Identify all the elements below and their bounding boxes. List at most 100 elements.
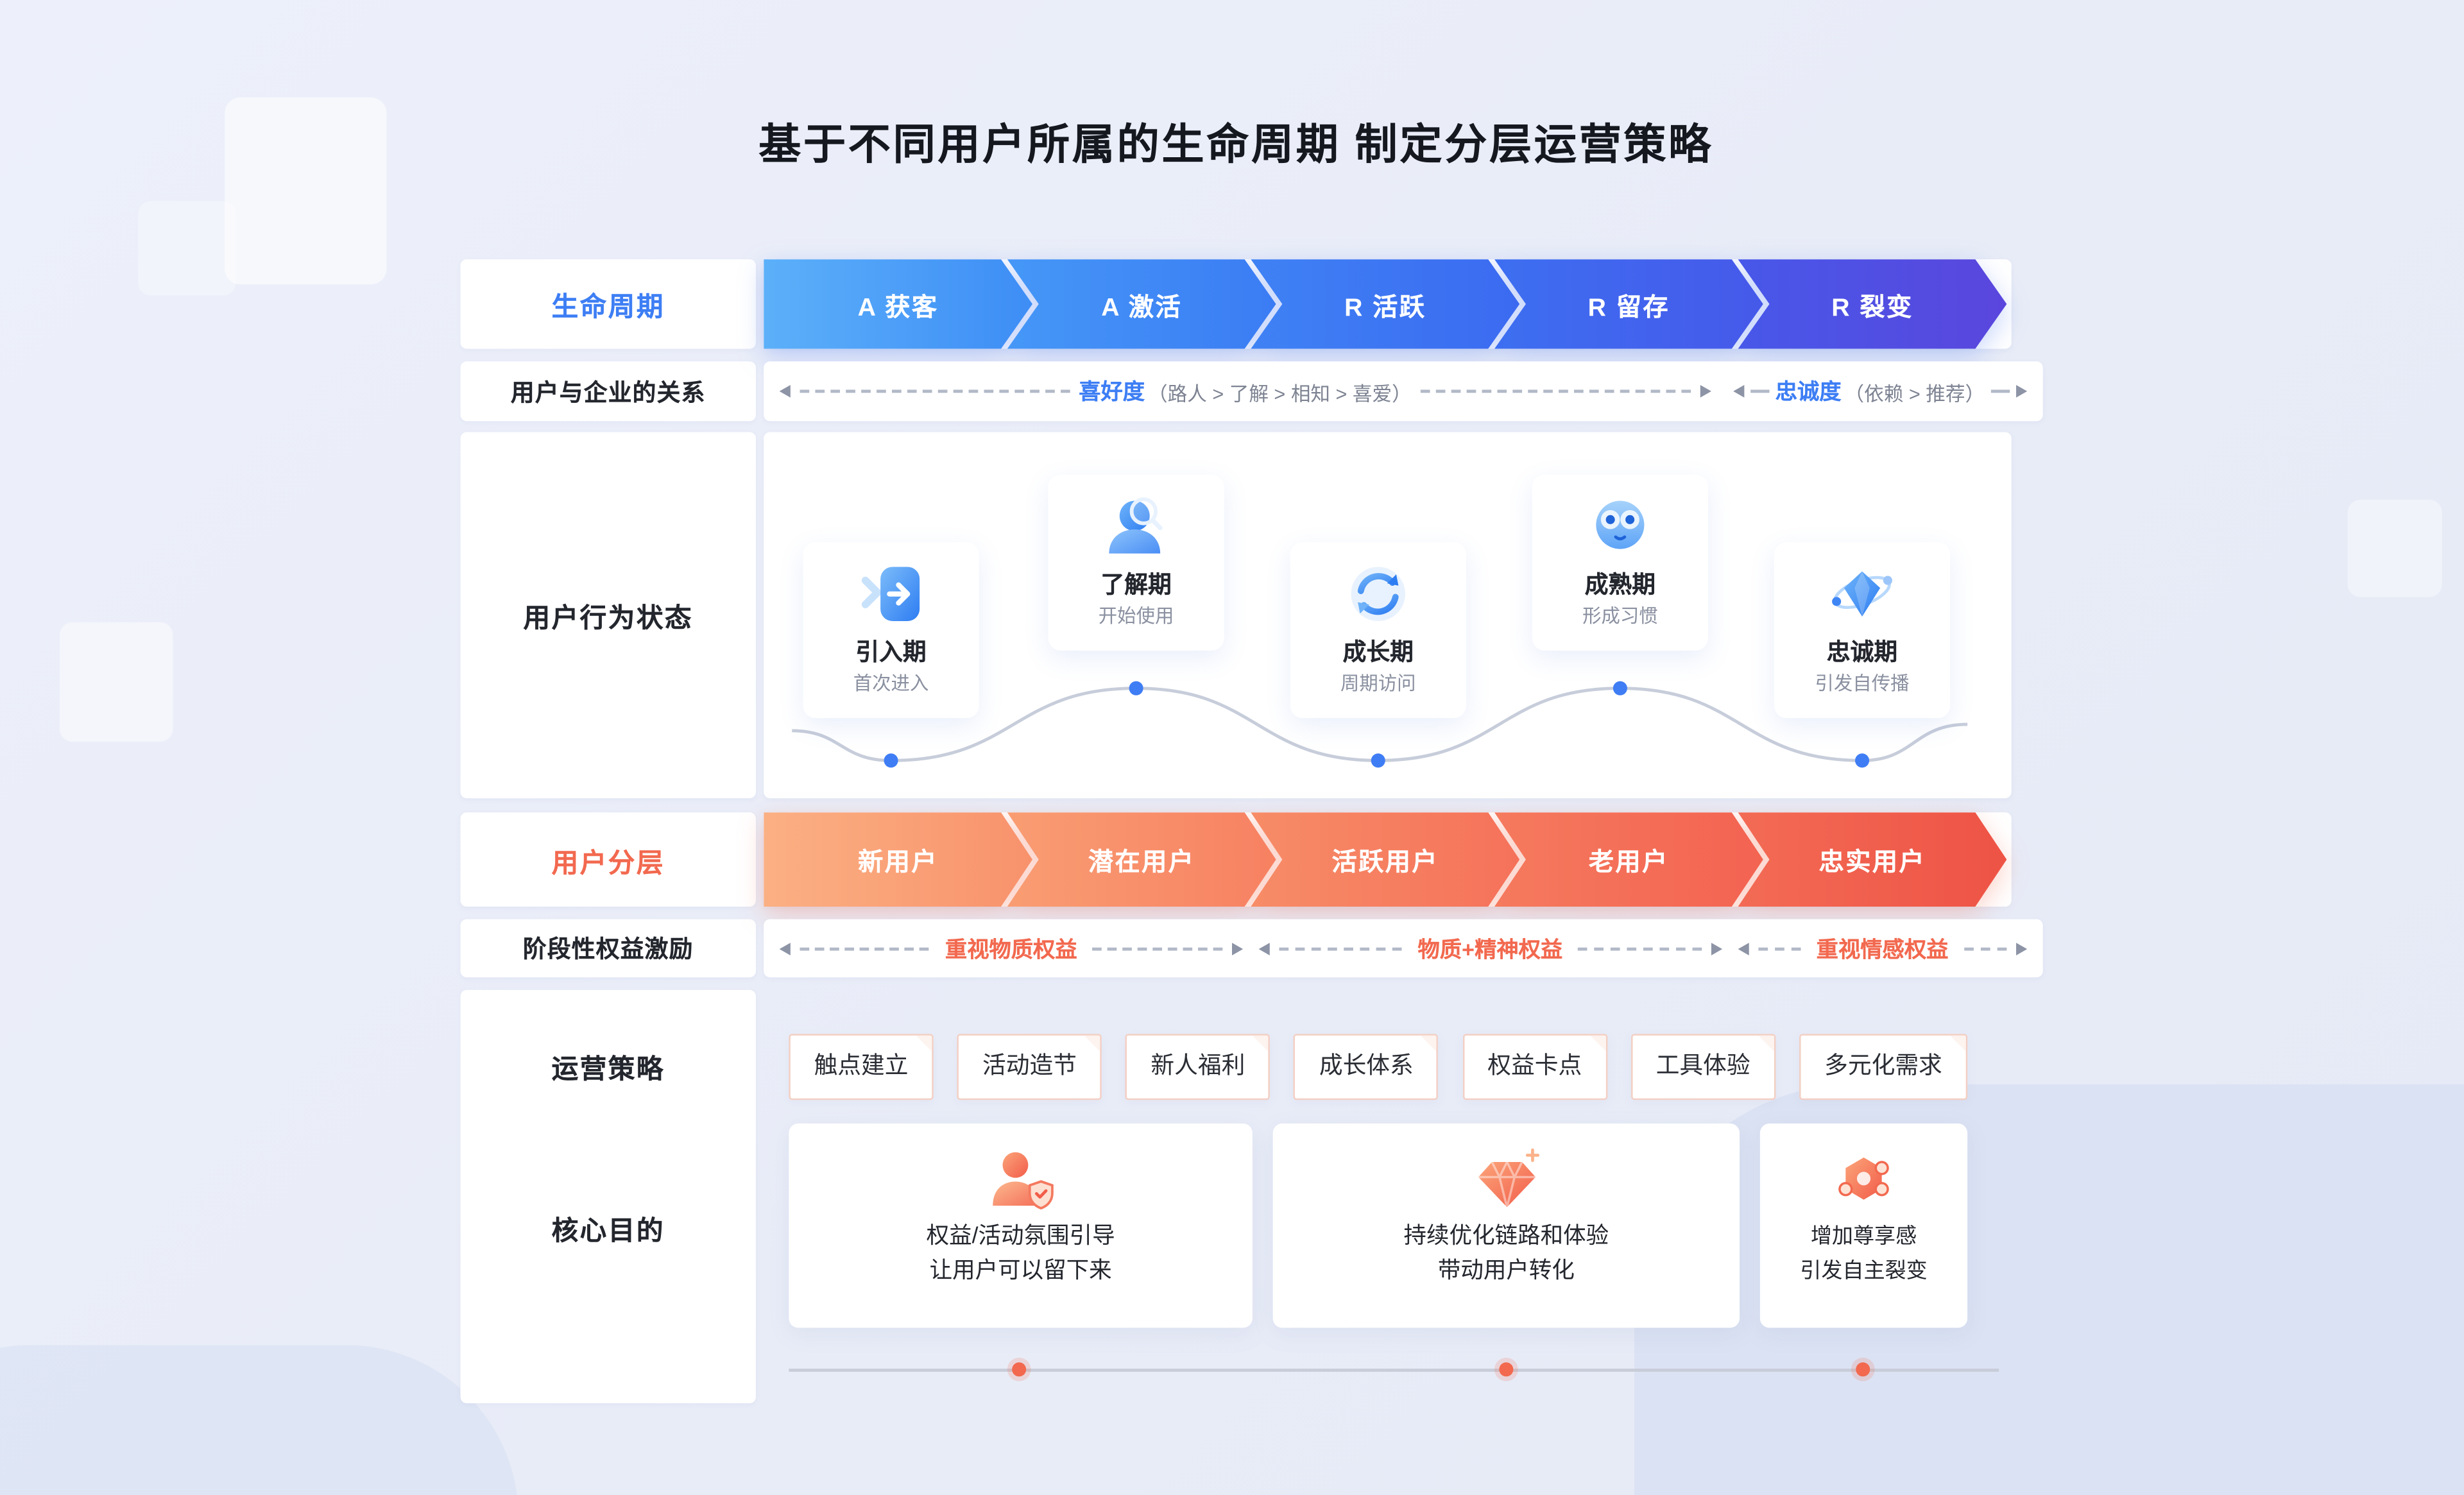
incentive-phase-3: 重视情感权益 [1737,932,2028,964]
strategy-tag-1: 触点建立 [789,1034,934,1100]
incentive-text: 物质+精神权益 [1417,935,1563,961]
wave-dot [1129,681,1143,696]
lifecycle-stage-4: R 留存 [1494,259,1763,349]
arrow-right-icon [1711,942,1722,955]
behavior-stage-name: 引入期 [855,639,927,667]
behavior-stage-desc: 周期访问 [1340,672,1416,695]
incentive-text: 重视物质权益 [945,935,1077,961]
incentive-phase-2: 物质+精神权益 [1258,932,1722,964]
favor-detail: （路人 > 了解 > 相知 > 喜爱） [1147,382,1412,405]
incentive-content: 重视物质权益 物质+精神权益 重视情感权益 [764,919,2043,978]
dashed-line [800,946,930,950]
person-explore-icon [1100,490,1172,563]
background-decoration [138,201,236,296]
strategy-tag-5: 权益卡点 [1462,1034,1607,1100]
timeline-dot [1856,1362,1870,1377]
row-incentive: 阶段性权益激励 重视物质权益 物质+精神权益 [460,919,2043,978]
behavior-card-1: 引入期 首次进入 [803,542,979,719]
timeline-line [789,1369,1999,1372]
timeline-dot [1012,1362,1027,1377]
behavior-stage-desc: 形成习惯 [1582,604,1658,628]
owl-habit-icon [1584,490,1657,563]
door-enter-icon [855,558,927,630]
incentive-label-text: 阶段性权益激励 [522,936,694,964]
loyalty-title: 忠诚度 [1775,379,1842,404]
strategy-tag-3: 新人福利 [1125,1034,1270,1100]
lifecycle-label-text: 生命周期 [551,292,665,323]
arrow-right-icon [2016,942,2028,955]
incentive-row-label: 阶段性权益激励 [460,919,756,978]
relationship-label-text: 用户与企业的关系 [510,379,706,407]
lifecycle-stage-1: A 获客 [764,259,1032,349]
relationship-content: 喜好度 （路人 > 了解 > 相知 > 喜爱） 忠诚度 （依赖 > 推荐） [764,361,2043,422]
user-shield-icon [984,1144,1057,1217]
arrow-right-icon [1231,942,1243,955]
favor-title: 喜好度 [1079,379,1145,404]
lifecycle-stage-5: R 裂变 [1738,259,2007,349]
segment-stage-3: 活跃用户 [1251,812,1519,907]
arrow-right-icon [1700,385,1711,398]
segment-stage-2: 潜在用户 [1007,812,1276,907]
diamond-orbit-icon [1826,558,1899,630]
purpose-label-text: 核心目的 [551,1216,665,1247]
behavior-wave [792,681,1968,768]
dashed-line [1421,389,1691,393]
segment-stage-1: 新用户 [764,812,1032,907]
dashed-line [1578,946,1702,950]
behavior-stage-name: 成熟期 [1584,572,1656,599]
purpose-panel-3: 增加尊享感 引发自主裂变 [1759,1123,1968,1328]
dashed-line [1758,946,1801,950]
molecule-icon [1827,1144,1900,1217]
row-relationship: 用户与企业的关系 喜好度 （路人 > 了解 > 相知 > 喜爱） 忠诚度 （依赖… [460,361,2043,422]
purpose-line2: 带动用户转化 [1437,1258,1575,1284]
strategy-tag-4: 成长体系 [1294,1034,1439,1100]
loyalty-detail: （依赖 > 推荐） [1844,382,1985,405]
segments-label-text: 用户分层 [551,848,665,878]
behavior-card-5: 忠诚期 引发自传播 [1774,542,1951,719]
arrow-left-icon [779,385,791,398]
segments-content: 新用户 潜在用户 活跃用户 老用户 忠实用户 [764,812,2012,907]
arrow-left-icon [1737,942,1749,955]
arrow-right-icon [2016,385,2028,398]
strategy-tag-6: 工具体验 [1630,1034,1775,1100]
behavior-stage-desc: 引发自传播 [1815,672,1910,695]
row-segments: 用户分层 新用户 潜在用户 活跃用户 老用户 忠实用户 [460,812,2012,907]
arrow-left-icon [1258,942,1270,955]
behavior-label-text: 用户行为状态 [523,603,694,633]
background-decoration [2347,499,2442,597]
gem-icon [1470,1144,1543,1217]
strategy-purpose-content: 触点建立 活动造节 新人福利 成长体系 权益卡点 工具体验 多元化需求 [764,990,2011,1403]
lifecycle-board: 生命周期 A 获客 A 激活 R 活跃 R 留存 R 裂变 用户与企业的关系 喜 [460,259,2043,1403]
wave-dot [1613,681,1627,696]
purpose-panel-1: 权益/活动氛围引导 让用户可以留下来 [789,1123,1253,1328]
lifecycle-content: A 获客 A 激活 R 活跃 R 留存 R 裂变 [764,259,2012,349]
lifecycle-stage-2: A 激活 [1007,259,1276,349]
behavior-stage-name: 了解期 [1100,572,1172,599]
wave-dot [1855,753,1870,768]
wave-dot [884,753,898,768]
behavior-stage-desc: 开始使用 [1098,604,1174,628]
behavior-card-4: 成熟期 形成习惯 [1532,474,1709,651]
timeline-dot [1499,1362,1514,1377]
row-lifecycle: 生命周期 A 获客 A 激活 R 活跃 R 留存 R 裂变 [460,259,2012,349]
background-decoration [225,97,387,285]
dashed-line [800,389,1070,393]
behavior-content: 引入期 首次进入 [764,432,2012,799]
segment-stage-4: 老用户 [1494,812,1763,907]
background-decoration [0,1345,519,1495]
page-title: 基于不同用户所属的生命周期 制定分层运营策略 [758,121,1714,169]
behavior-stage-desc: 首次进入 [853,672,929,695]
background-decoration [60,622,173,742]
incentive-phase-1: 重视物质权益 [779,932,1243,964]
purpose-line1: 权益/活动氛围引导 [926,1224,1115,1249]
refresh-cycle-icon [1342,558,1414,630]
dashed-line [1093,946,1223,950]
behavior-row-label: 用户行为状态 [460,432,756,799]
behavior-card-3: 成长期 周期访问 [1290,542,1466,719]
strategy-tag-2: 活动造节 [957,1034,1102,1100]
purpose-line2: 让用户可以留下来 [929,1258,1112,1284]
dashed-line [1279,946,1402,950]
lifecycle-chevrons: A 获客 A 激活 R 活跃 R 留存 R 裂变 [764,259,2011,349]
